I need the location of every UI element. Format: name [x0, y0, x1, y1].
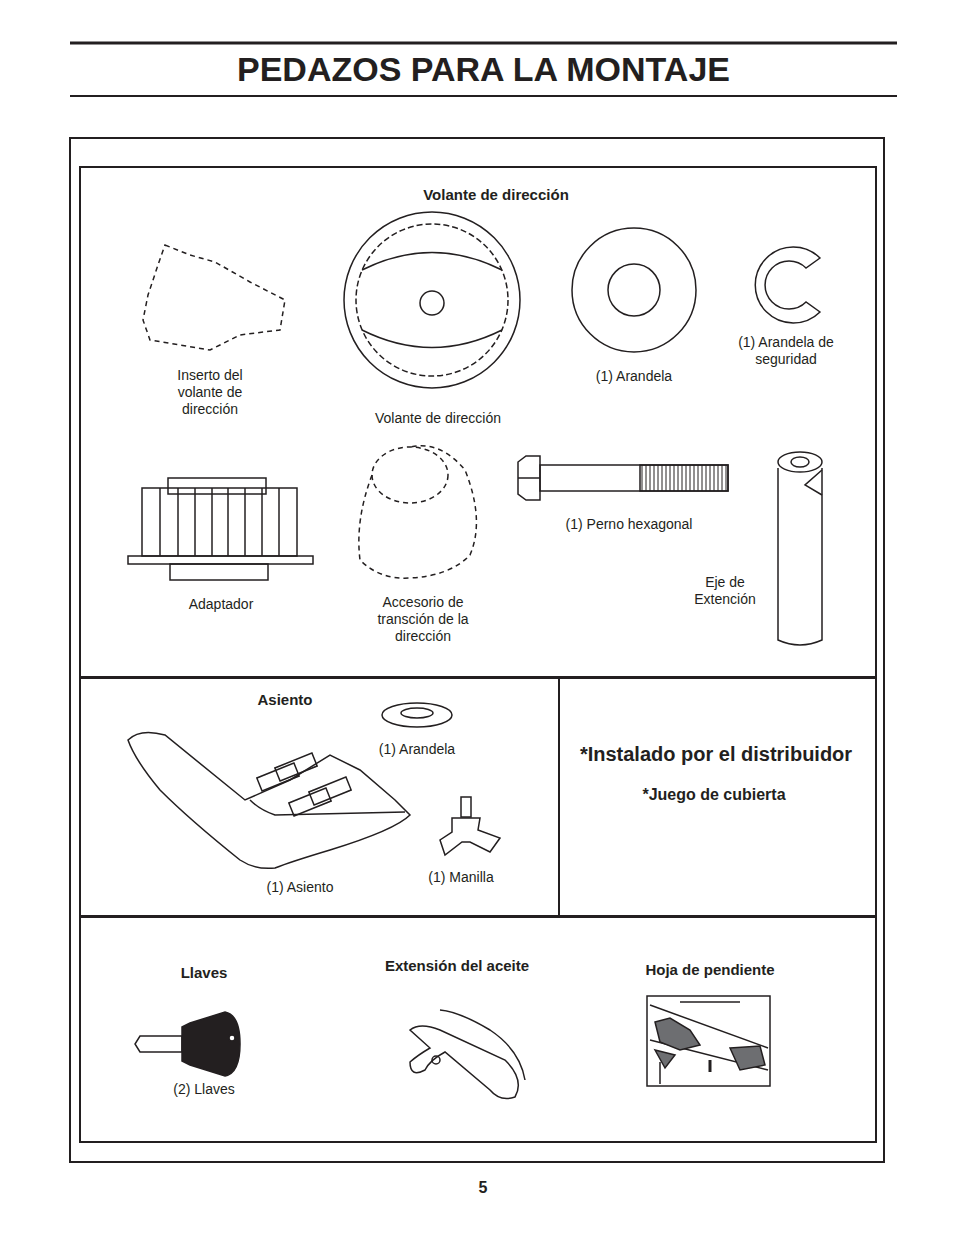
panel-heading: Asiento	[185, 691, 385, 709]
part-label: Inserto del volante de dirección	[160, 367, 260, 417]
panel-heading: *Juego de cubierta	[574, 785, 854, 804]
part-label: (1) Asiento	[245, 879, 355, 896]
parts-panel: *Instalado por el distribuidor *Juego de …	[558, 677, 877, 917]
panel-heading: *Instalado por el distribuidor	[561, 742, 871, 766]
part-label: Accesorio de transción de la dirección	[367, 594, 479, 644]
part-label: (1) Manilla	[411, 869, 511, 886]
panel-heading: Llaves	[124, 964, 284, 982]
page-title: PEDAZOS PARA LA MONTAJE	[70, 50, 897, 89]
part-label: (1) Arandela de seguridad	[724, 334, 849, 368]
panel-heading: Hoja de pendiente	[610, 961, 810, 979]
part-label: (1) Arandela	[362, 741, 472, 758]
panel-heading: Volante de dirección	[346, 186, 646, 204]
part-label: (2) Llaves	[154, 1081, 254, 1098]
page-number: 5	[463, 1178, 503, 1197]
panel-heading: Extensión del aceite	[347, 957, 567, 975]
part-label: Eje de Extención	[685, 574, 765, 608]
part-label: (1) Perno hexagonal	[549, 516, 709, 533]
part-label: Volante de dirección	[353, 410, 523, 427]
part-label: (1) Arandela	[569, 368, 699, 385]
part-label: Adaptador	[166, 596, 276, 613]
parts-panel: Llaves Extensión del aceite Hoja de pendie…	[79, 916, 877, 1143]
